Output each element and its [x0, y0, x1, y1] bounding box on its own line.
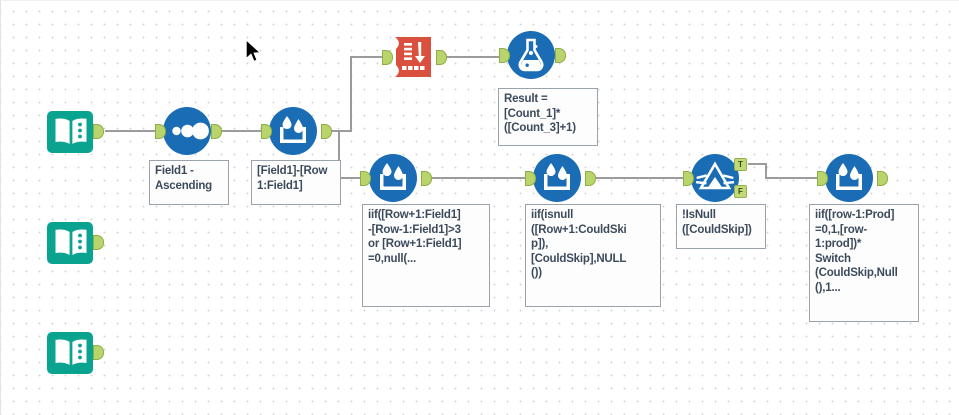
multi-row-formula-tool-4[interactable] [817, 152, 888, 204]
false-output-anchor[interactable]: F [734, 185, 747, 198]
water-drops-icon [369, 154, 417, 202]
multi-row-formula-tool-1[interactable] [261, 105, 332, 157]
output-anchor[interactable] [93, 124, 104, 139]
annotation-filter[interactable]: !IsNull ([CouldSkip]) [676, 204, 766, 249]
true-output-anchor[interactable]: T [734, 158, 747, 171]
input-anchor[interactable] [382, 50, 393, 65]
input-anchor[interactable] [499, 48, 510, 63]
multi-row-formula-tool-2[interactable] [360, 152, 432, 204]
annotation-multi-row-formula-2[interactable]: iif([Row+1:Field1] -[Row-1:Field1]>3 or … [362, 204, 490, 307]
output-anchor[interactable] [436, 50, 447, 65]
input-anchor[interactable] [683, 171, 694, 186]
output-anchor[interactable] [93, 235, 104, 250]
input-anchor[interactable] [817, 171, 828, 186]
input-data-tool-3[interactable] [45, 326, 104, 378]
output-anchor[interactable] [555, 48, 566, 63]
output-anchor[interactable] [93, 345, 104, 360]
input-data-tool-2[interactable] [45, 216, 104, 268]
transpose-tool[interactable] [382, 31, 447, 83]
input-anchor[interactable] [525, 171, 536, 186]
book-icon [47, 111, 93, 153]
output-anchor[interactable] [321, 124, 332, 139]
filter-tool[interactable]: T F [683, 152, 747, 204]
water-drops-icon [533, 154, 581, 202]
sort-tool[interactable] [155, 105, 222, 157]
wire-multirow1-to-transpose [327, 56, 385, 132]
book-icon [47, 222, 93, 264]
multi-row-formula-tool-3[interactable] [525, 152, 596, 204]
sort-circles-icon [163, 107, 211, 155]
transpose-arrow-icon [395, 37, 431, 77]
beaker-flask-icon [507, 31, 555, 79]
water-drops-icon [269, 107, 317, 155]
output-anchor[interactable] [211, 124, 222, 139]
output-anchor[interactable] [585, 171, 596, 186]
wire-filter-true-to-multirow4 [748, 163, 821, 179]
input-anchor[interactable] [155, 124, 166, 139]
annotation-multi-row-formula-4[interactable]: iif([row-1:Prod] =0,1,[row- 1:prod])* Sw… [809, 204, 919, 322]
input-anchor[interactable] [360, 171, 371, 186]
annotation-multi-row-formula-3[interactable]: iif(isnull ([Row+1:CouldSki p]), [CouldS… [525, 204, 661, 307]
input-anchor[interactable] [261, 124, 272, 139]
water-drops-icon [825, 154, 873, 202]
output-anchor[interactable] [421, 171, 432, 186]
output-anchor[interactable] [877, 171, 888, 186]
annotation-summarize[interactable]: Result = [Count_1]* ([Count_3]+1) [498, 88, 598, 146]
summarize-tool[interactable] [499, 29, 566, 81]
annotation-sort[interactable]: Field1 - Ascending [149, 160, 229, 205]
filter-funnel-icon [691, 154, 739, 202]
mouse-pointer [245, 39, 262, 63]
input-data-tool-1[interactable] [45, 105, 104, 157]
annotation-multi-row-formula-1[interactable]: [Field1]-[Row 1:Field1] [251, 160, 341, 205]
book-icon [47, 332, 93, 374]
